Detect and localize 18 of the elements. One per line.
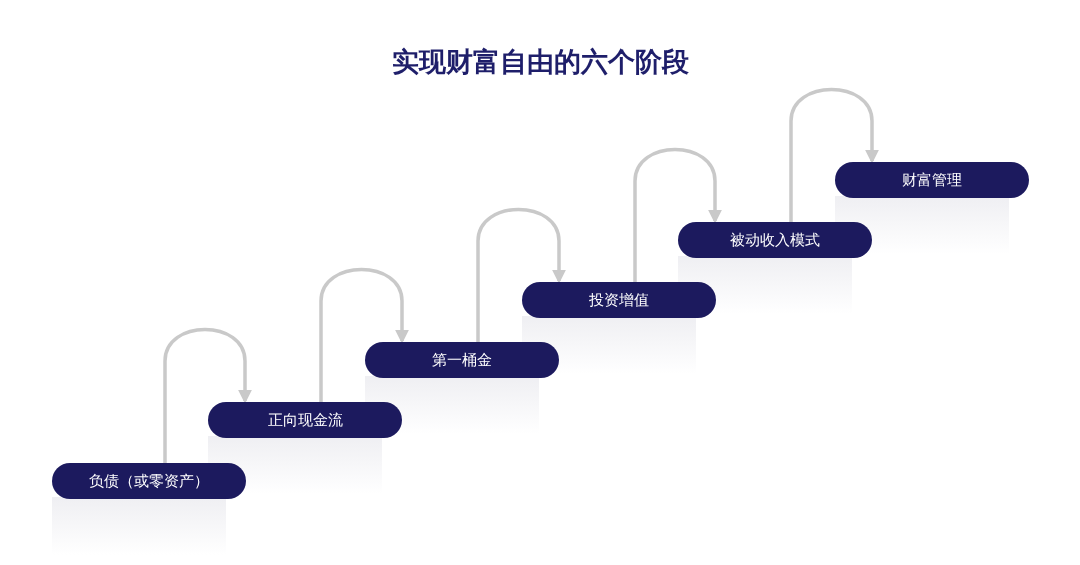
stage-label: 被动收入模式 [730,229,820,251]
stage-label: 投资增值 [589,289,649,311]
stage-pill [678,222,872,258]
stage-pill [52,463,246,499]
curved-arrow [633,147,722,282]
stage-label: 负债（或零资产） [89,470,209,492]
curved-arrow [319,267,409,402]
stage-label: 财富管理 [902,169,962,191]
curved-arrow [476,207,566,342]
stage-pill [522,282,716,318]
stage-pill [365,342,559,378]
stage-pill [835,162,1029,198]
stage-pill [208,402,402,438]
stage-label: 第一桶金 [432,349,492,371]
stage-label: 正向现金流 [267,409,343,431]
curved-arrow [789,87,879,222]
curved-arrow [163,327,252,463]
title: 实现财富自由的六个阶段 [391,45,689,79]
